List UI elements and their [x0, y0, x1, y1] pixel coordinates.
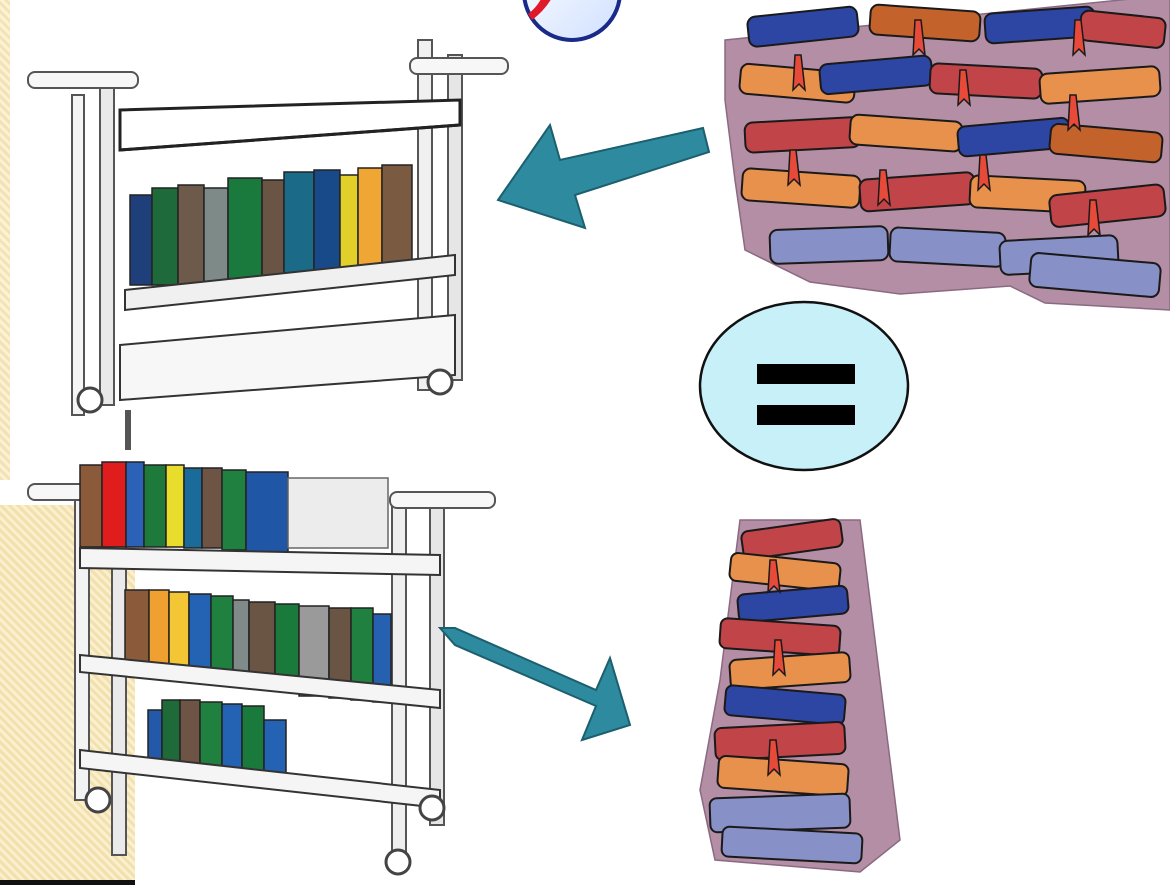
red-circle-badge-icon: [524, 0, 620, 40]
book-stacks-icon: [725, 0, 1170, 310]
upper-book-cart-icon: [28, 40, 508, 450]
book-stack-icon: [700, 518, 900, 872]
arrow-right-down-icon: [440, 628, 630, 740]
arrow-left-down-icon: [498, 125, 709, 228]
equals-sign-icon: [700, 302, 908, 470]
lower-book-cart-icon: [28, 462, 495, 874]
